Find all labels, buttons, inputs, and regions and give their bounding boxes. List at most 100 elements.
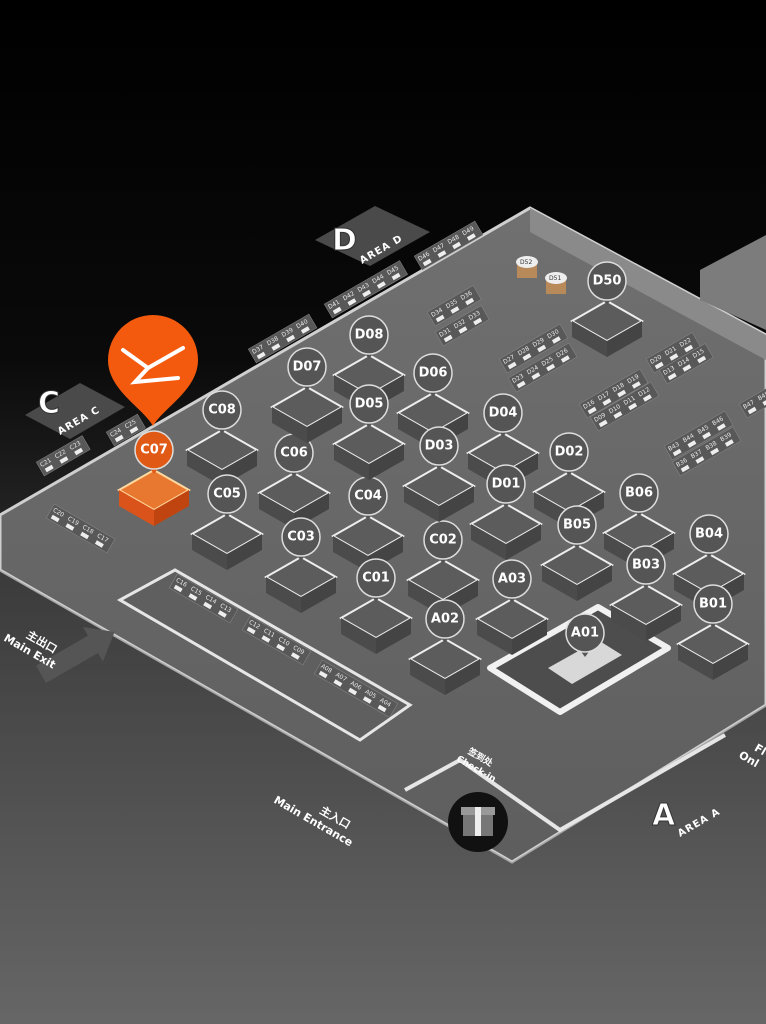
side-room-right (700, 235, 766, 330)
stall-chair (246, 626, 256, 635)
booth-d07[interactable]: D07 (269, 347, 345, 443)
stall-chair (598, 419, 608, 428)
selected-location-pin[interactable] (108, 315, 198, 426)
stall-chair (376, 281, 386, 289)
booth-label: A01 (571, 626, 599, 641)
booth-side (369, 444, 404, 480)
right-edge-line1: Fl (752, 741, 766, 758)
booth-side (192, 534, 227, 570)
booth-c04[interactable]: C04 (330, 476, 406, 572)
stall-chair (286, 334, 296, 343)
booth-side (410, 659, 445, 695)
stall-chair (50, 514, 60, 523)
stall-chair (333, 679, 343, 687)
booth-c08[interactable]: C08 (184, 390, 260, 486)
booth-side (506, 524, 541, 560)
booth-marker (619, 473, 659, 513)
stall-chair (687, 440, 697, 448)
stall-chair (44, 464, 54, 473)
booth-c05[interactable]: C05 (189, 474, 265, 570)
gift-icon[interactable] (448, 792, 508, 852)
stall-wall (247, 313, 318, 364)
booth-label: B06 (625, 486, 653, 501)
booth-side (301, 577, 336, 613)
stall-chair (458, 326, 468, 334)
stall-chair (551, 336, 561, 344)
booth-d50[interactable]: D50 (569, 261, 645, 357)
stall-chair (667, 372, 677, 381)
stall-chair (437, 250, 447, 258)
stall-wall (413, 220, 484, 271)
stall-chair (59, 456, 69, 464)
booth-marker (413, 353, 453, 393)
stall-chair (466, 233, 476, 241)
stall-chair (680, 464, 690, 473)
booth-d03[interactable]: D03 (401, 426, 477, 522)
booth-d04[interactable]: D04 (465, 393, 541, 489)
stall-chair (217, 610, 227, 618)
booth-label: D03 (425, 439, 454, 454)
cafe-table-d51[interactable]: D51 (545, 272, 567, 294)
area-letter: C (38, 386, 60, 421)
booth-side (341, 618, 376, 654)
booth-c07[interactable]: C07 (116, 430, 192, 526)
booth-marker (565, 613, 605, 653)
booth-marker (349, 384, 389, 424)
booth-a02[interactable]: A02 (407, 599, 483, 695)
stall-chair (188, 593, 198, 601)
booth-b03[interactable]: B03 (608, 545, 684, 641)
stall-chair (516, 380, 526, 389)
booth-marker (207, 474, 247, 514)
booth-marker (483, 393, 523, 433)
stall-chair (473, 317, 483, 326)
booth-side (272, 407, 307, 443)
booth-d06[interactable]: D06 (395, 353, 471, 449)
stall-chair (669, 353, 679, 361)
booth-d01[interactable]: D01 (468, 464, 544, 560)
booth-label: C01 (362, 571, 390, 586)
area-letter: D (332, 223, 357, 258)
booth-b05[interactable]: B05 (539, 505, 615, 601)
booth-side (512, 619, 547, 655)
booth-c06[interactable]: C06 (256, 433, 332, 529)
booth-side (119, 490, 154, 526)
booth-side (259, 493, 294, 529)
stall-chair (747, 406, 757, 415)
exit-arrow-icon (35, 627, 115, 683)
booth-label: B01 (699, 597, 727, 612)
booth-label: C03 (287, 530, 315, 545)
stall-chair (332, 306, 342, 315)
stall-wall (671, 426, 742, 477)
booth-a03[interactable]: A03 (474, 559, 550, 655)
booth-side (307, 407, 342, 443)
stall-chair (94, 540, 104, 548)
booth-c03[interactable]: C03 (263, 517, 339, 613)
stall-chair (290, 652, 300, 660)
booth-side (577, 565, 612, 601)
stall-chair (522, 353, 532, 361)
stall-chair (422, 258, 432, 267)
booth-label: D07 (293, 360, 322, 375)
booth-marker (281, 517, 321, 557)
stall-wall (663, 410, 734, 461)
stall-chair (587, 406, 597, 415)
stall-chair (631, 381, 641, 389)
stall-chair (114, 434, 124, 443)
stall-b48[interactable]: B48 (757, 390, 766, 402)
stall-chair (682, 364, 692, 372)
booth-label: C08 (208, 403, 236, 418)
stall-chair (465, 297, 475, 306)
cafe-table-d52[interactable]: D52 (516, 256, 538, 278)
booth-a01[interactable]: A01 (565, 613, 605, 657)
booth-b01[interactable]: B01 (675, 584, 751, 680)
entrance-corridor (116, 568, 413, 742)
booth-c01[interactable]: C01 (338, 558, 414, 654)
booth-d05[interactable]: D05 (331, 384, 407, 480)
